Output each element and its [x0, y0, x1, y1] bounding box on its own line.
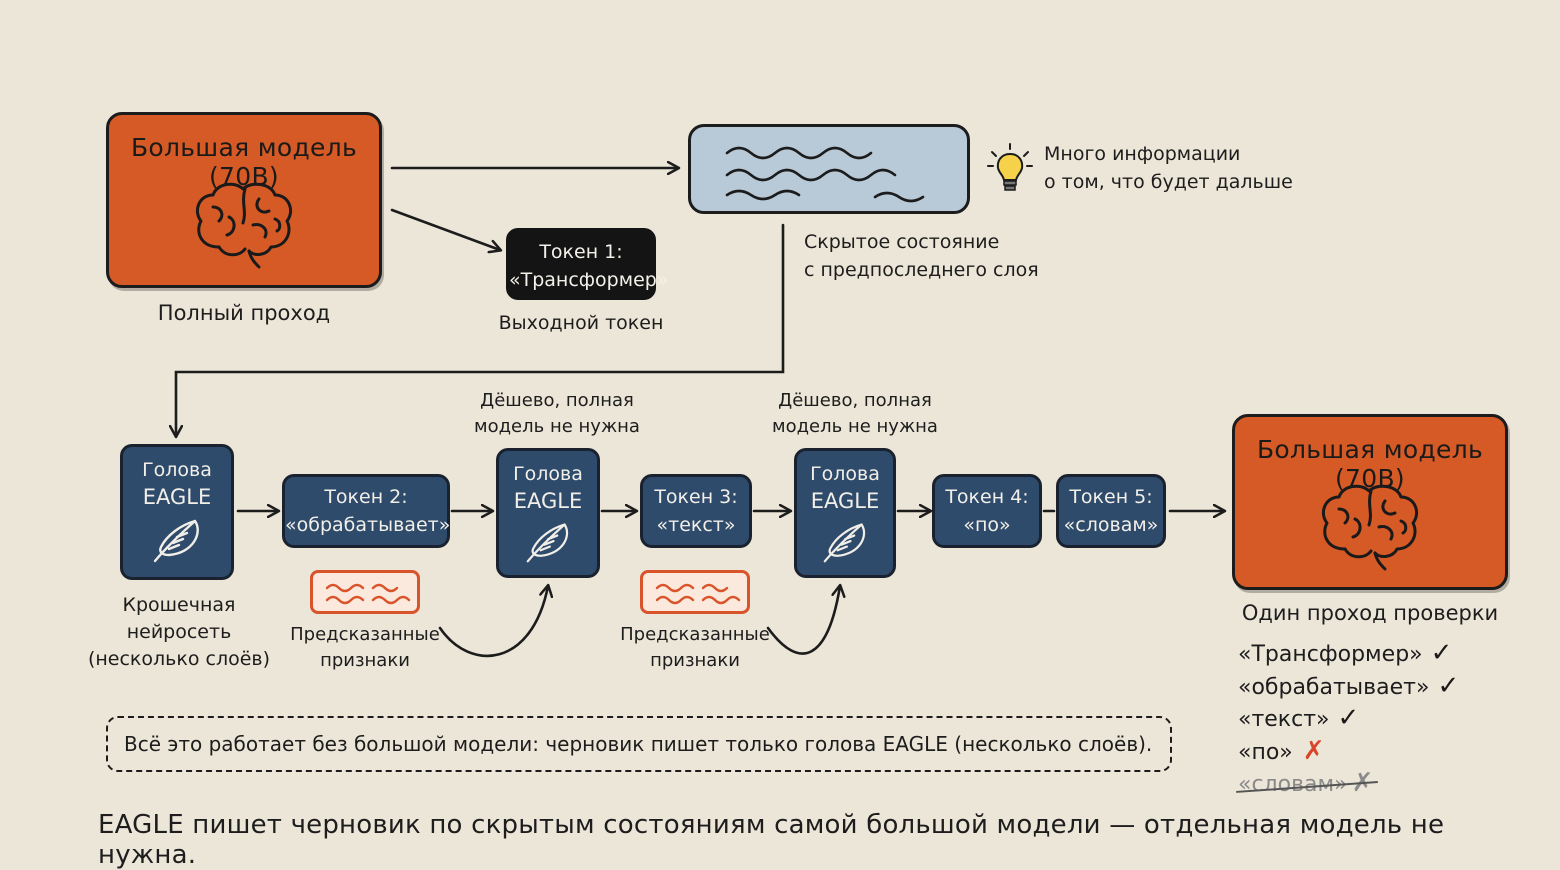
- eagle-head-1: Голова EAGLE: [120, 444, 234, 580]
- cheap-note-1-line-2: модель не нужна: [474, 416, 640, 437]
- token-4-label: Токен 4:: [945, 486, 1029, 508]
- predicted-features-1: [310, 570, 420, 614]
- predicted-features-2-caption: Предсказанные признаки: [620, 622, 770, 674]
- check-row-5: «словам»✗: [1238, 768, 1459, 801]
- token-3-value: «текст»: [656, 514, 736, 536]
- note-box: Всё это работает без большой модели: чер…: [106, 716, 1172, 772]
- hidden-state-box: [688, 124, 970, 214]
- token-1-value: «Трансформер»: [509, 269, 669, 291]
- full-pass-label: Полный проход: [157, 301, 331, 325]
- lightbulb-icon: [987, 143, 1033, 191]
- checkmark-icon: ✓: [1437, 670, 1460, 701]
- squiggle-icon: [325, 583, 411, 605]
- feather-icon: [153, 519, 199, 563]
- predicted-features-2: [640, 570, 750, 614]
- cheap-note-2-line-1: Дёшево, полная: [778, 390, 932, 411]
- check-row-4: «по» ✗: [1238, 736, 1459, 769]
- footer-caption: EAGLE пишет черновик по скрытым состояни…: [98, 810, 1445, 870]
- head-caption-line-1: Крошечная: [122, 594, 236, 616]
- feather-icon: [526, 523, 569, 563]
- big-model-title: Большая модель (70B): [130, 133, 358, 191]
- token-5-box: Токен 5: «словам»: [1056, 474, 1166, 548]
- token-2-label: Токен 2:: [324, 486, 408, 508]
- token-3-label: Токен 3:: [654, 486, 738, 508]
- eagle-head-3-name: EAGLE: [810, 489, 880, 513]
- cheap-note-1-line-1: Дёшево, полная: [480, 390, 634, 411]
- token-1-label: Токен 1:: [539, 241, 623, 263]
- check-row-3: «текст» ✓: [1238, 703, 1459, 736]
- eagle-head-2: Голова EAGLE: [496, 448, 600, 578]
- cross-icon: ✗: [1302, 735, 1325, 766]
- check-text-4: «по»: [1238, 739, 1293, 765]
- squiggle-lines: [725, 146, 925, 203]
- feather-icon: [823, 523, 866, 563]
- head-caption-line-2: нейросеть: [126, 621, 232, 643]
- cheap-note-1: Дёшево, полная модель не нужна: [462, 388, 652, 440]
- check-text-3: «текст»: [1238, 707, 1330, 732]
- token-3-box: Токен 3: «текст»: [640, 474, 752, 548]
- eagle-head-3-label: Голова: [810, 463, 880, 485]
- squiggle-icon: [655, 583, 741, 605]
- big-model-box-verify: Большая модель (70B): [1232, 414, 1508, 590]
- output-token-label: Выходной токен: [498, 312, 664, 334]
- idea-caption: Много информации о том, что будет дальше: [1044, 140, 1293, 196]
- hidden-state-caption-1: Скрытое состояние: [804, 231, 1000, 253]
- token-5-label: Токен 5:: [1069, 486, 1153, 508]
- features-caption-1: Предсказанные: [290, 624, 440, 645]
- features-caption-1: Предсказанные: [620, 624, 770, 645]
- check-row-2: «обрабатывает» ✓: [1238, 671, 1459, 704]
- features-caption-2: признаки: [320, 650, 410, 671]
- idea-caption-1: Много информации: [1044, 143, 1241, 165]
- token-2-box: Токен 2: «обрабатывает»: [282, 474, 450, 548]
- brain-icon: [196, 182, 292, 269]
- check-text-1: «Трансформер»: [1238, 642, 1423, 667]
- cheap-note-2-line-2: модель не нужна: [772, 416, 938, 437]
- features-caption-2: признаки: [650, 650, 740, 671]
- check-text-5: «словам»: [1238, 772, 1348, 797]
- token-4-value: «по»: [963, 514, 1011, 536]
- verify-pass-label: Один проход проверки: [1241, 601, 1499, 625]
- eagle-head-1-label: Голова: [142, 459, 212, 481]
- token-4-box: Токен 4: «по»: [932, 474, 1042, 548]
- checkmark-icon: ✓: [1337, 703, 1360, 733]
- eagle-head-2-label: Голова: [513, 463, 583, 485]
- token-2-value: «обрабатывает»: [285, 514, 451, 536]
- cheap-note-2: Дёшево, полная модель не нужна: [760, 388, 950, 440]
- idea-caption-2: о том, что будет дальше: [1044, 171, 1293, 193]
- token-1-box: Токен 1: «Трансформер»: [506, 228, 669, 300]
- hidden-state-caption: Скрытое состояние с предпоследнего слоя: [804, 228, 1039, 284]
- eagle-head-1-caption: Крошечная нейросеть (несколько слоёв): [76, 592, 282, 673]
- predicted-features-1-caption: Предсказанные признаки: [290, 622, 440, 674]
- brain-icon: [1322, 484, 1418, 571]
- token-5-value: «словам»: [1063, 514, 1159, 536]
- hidden-state-caption-2: с предпоследнего слоя: [804, 259, 1039, 281]
- check-row-1: «Трансформер» ✓: [1238, 638, 1459, 671]
- verify-check-list: «Трансформер»✓ «обрабатывает»✓ «текст»✓ …: [1238, 638, 1459, 801]
- eagle-head-3: Голова EAGLE: [794, 448, 896, 578]
- big-model-title: Большая модель (70B): [1256, 435, 1484, 493]
- check-text-2: «обрабатывает»: [1238, 674, 1430, 700]
- head-caption-line-3: (несколько слоёв): [87, 648, 271, 670]
- eagle-head-2-name: EAGLE: [513, 489, 583, 513]
- big-model-box-top: Большая модель (70B): [106, 112, 382, 288]
- eagle-head-1-name: EAGLE: [142, 485, 212, 509]
- checkmark-icon: ✓: [1430, 638, 1453, 668]
